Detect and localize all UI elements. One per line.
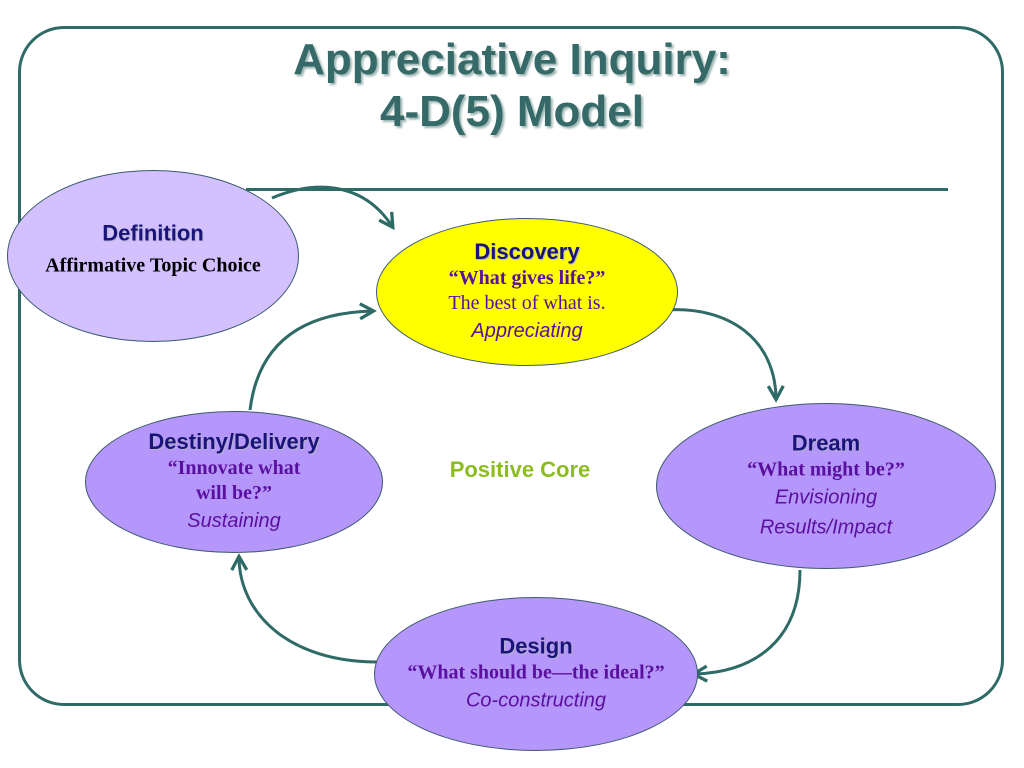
arrow-dream-to-design (695, 569, 802, 674)
discovery-quote: “What gives life?” (448, 267, 606, 289)
arrow-design-to-destiny (239, 558, 379, 664)
dream-node: Dream “What might be?” Envisioning Resul… (656, 403, 996, 569)
destiny-quote-line-1: “Innovate what (167, 457, 301, 479)
title-line-1: Appreciative Inquiry: (293, 35, 731, 84)
title-divider (246, 188, 948, 191)
positive-core-label: Positive Core (449, 457, 591, 482)
design-quote: “What should be—the ideal?” (407, 661, 665, 684)
arrow-discovery-to-dream (665, 308, 776, 398)
destiny-heading: Destiny/Delivery (148, 429, 320, 454)
destiny-quote-line-2: will be?” (195, 482, 273, 504)
discovery-subtext: The best of what is. (448, 292, 606, 314)
destiny-phase: Sustaining (187, 510, 281, 532)
definition-heading: Definition (102, 220, 204, 246)
dream-heading: Dream (791, 430, 861, 456)
dream-quote: “What might be?” (747, 458, 905, 481)
dream-phase: Envisioning (774, 486, 878, 509)
page-title: Appreciative Inquiry: 4-D(5) Model (0, 34, 1024, 138)
arrow-definition-to-discovery (271, 185, 392, 226)
definition-node: Definition Affirmative Topic Choice (7, 170, 299, 342)
definition-topic: Affirmative Topic Choice (45, 254, 261, 277)
design-heading: Design (499, 633, 573, 659)
discovery-node: Discovery “What gives life?” The best of… (376, 218, 678, 366)
discovery-heading: Discovery (474, 239, 580, 264)
design-node: Design “What should be—the ideal?” Co-co… (374, 597, 698, 751)
dream-outcome: Results/Impact (759, 516, 893, 539)
design-phase: Co-constructing (465, 689, 607, 712)
arrow-destiny-to-discovery (248, 311, 372, 411)
discovery-phase: Appreciating (471, 320, 583, 342)
destiny-node: Destiny/Delivery “Innovate what will be?… (85, 411, 383, 553)
title-line-2: 4-D(5) Model (380, 87, 644, 136)
